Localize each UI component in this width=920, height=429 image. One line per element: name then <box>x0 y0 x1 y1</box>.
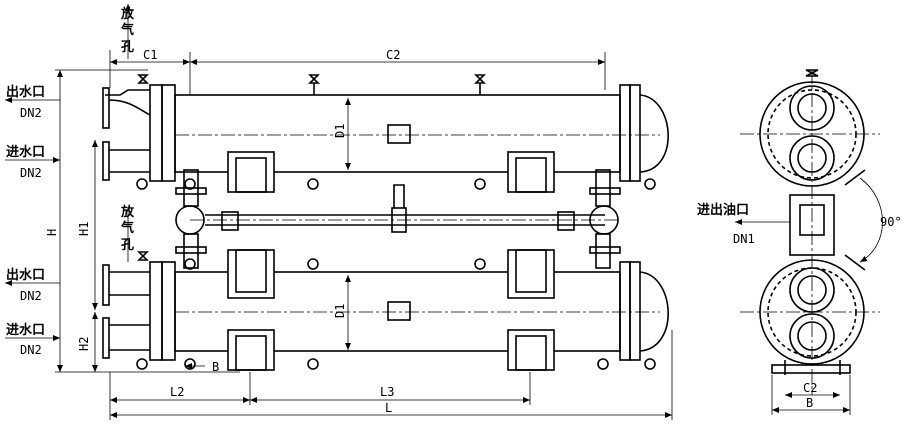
water-out-bottom-label: 出水口 <box>6 267 45 283</box>
oil-port-dn: DN1 <box>733 232 755 246</box>
vent-label-top-3: 孔 <box>121 40 134 55</box>
water-nozzles <box>102 87 151 359</box>
dim-d1-bottom: D1 <box>333 304 347 318</box>
oil-pipe <box>175 169 621 269</box>
vent-label-top-2: 气 <box>121 22 134 38</box>
dim-l: L <box>385 401 392 415</box>
dim-h: H <box>45 229 59 236</box>
dimension-lines <box>4 4 673 420</box>
water-out-bottom-dn: DN2 <box>20 289 42 303</box>
dim-side-b: B <box>806 396 813 410</box>
water-in-bottom-label: 进水口 <box>6 322 45 338</box>
water-out-top-label: 出水口 <box>6 84 45 100</box>
dim-l2: L2 <box>170 385 184 399</box>
dim-l3: L3 <box>380 385 394 399</box>
oil-port-label: 进出油口 <box>697 202 749 218</box>
dim-c1: C1 <box>143 48 157 62</box>
water-in-top-dn: DN2 <box>20 166 42 180</box>
dim-side-c2: C2 <box>803 381 817 395</box>
dim-h2: H2 <box>77 337 91 351</box>
side-view <box>735 69 883 415</box>
bolts <box>136 178 656 370</box>
saddle-supports <box>227 151 555 371</box>
vent-valves <box>137 74 486 261</box>
dim-d1-top: D1 <box>333 124 347 138</box>
water-out-top-dn: DN2 <box>20 106 42 120</box>
vent-label-mid-2: 气 <box>121 220 134 236</box>
vent-label-mid-3: 孔 <box>121 238 134 253</box>
labels: 放 气 孔 放 气 孔 出水口 DN2 进水口 DN2 出水口 DN2 进水口 … <box>6 6 902 415</box>
front-view <box>4 4 673 420</box>
dim-h1: H1 <box>77 222 91 236</box>
dim-c2: C2 <box>386 48 400 62</box>
vent-label-top-1: 放 <box>120 6 135 22</box>
vent-label-mid-1: 放 <box>120 204 135 220</box>
angle-label: 90° <box>880 215 902 229</box>
water-in-top-label: 进水口 <box>6 144 45 160</box>
dim-b-arrow: B <box>212 360 219 374</box>
water-in-bottom-dn: DN2 <box>20 343 42 357</box>
